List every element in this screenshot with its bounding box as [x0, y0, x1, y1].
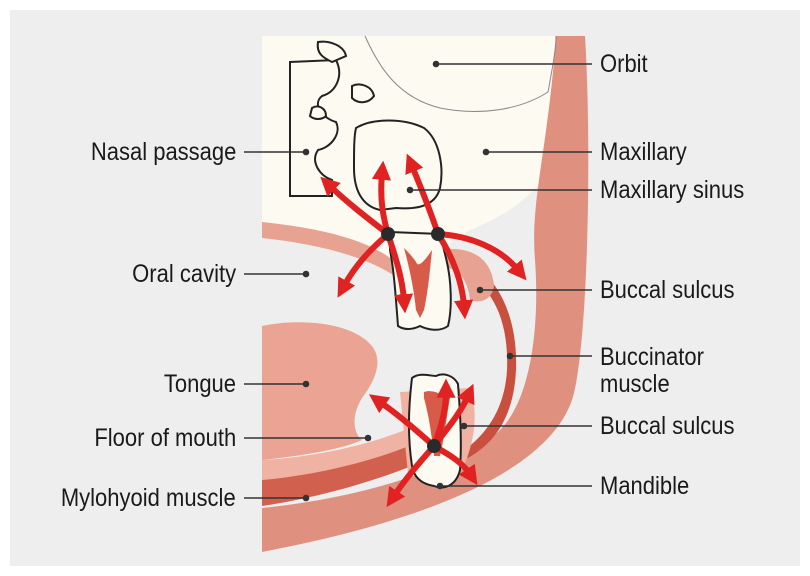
- label-maxillary-sinus: Maxillary sinus: [600, 178, 744, 203]
- label-floor-of-mouth: Floor of mouth: [94, 426, 236, 451]
- label-maxillary: Maxillary: [600, 140, 687, 165]
- focus-dot-lower: [427, 439, 441, 453]
- label-buccinator-muscle: Buccinator muscle: [600, 344, 704, 398]
- focus-dot-upper-left: [381, 227, 395, 241]
- label-mandible: Mandible: [600, 474, 689, 499]
- maxillary-sinus-cavity: [354, 121, 441, 211]
- nasal-bone-3: [310, 106, 326, 119]
- label-buccal-sulcus-upper: Buccal sulcus: [600, 278, 735, 303]
- label-buccal-sulcus-lower: Buccal sulcus: [600, 414, 735, 439]
- tongue-shape: [262, 322, 377, 460]
- label-orbit: Orbit: [600, 52, 648, 77]
- label-nasal-passage: Nasal passage: [90, 140, 236, 165]
- label-oral-cavity: Oral cavity: [132, 262, 236, 287]
- label-mylohyoid-muscle: Mylohyoid muscle: [61, 486, 236, 511]
- label-tongue: Tongue: [164, 372, 236, 397]
- focus-dot-upper-right: [431, 227, 445, 241]
